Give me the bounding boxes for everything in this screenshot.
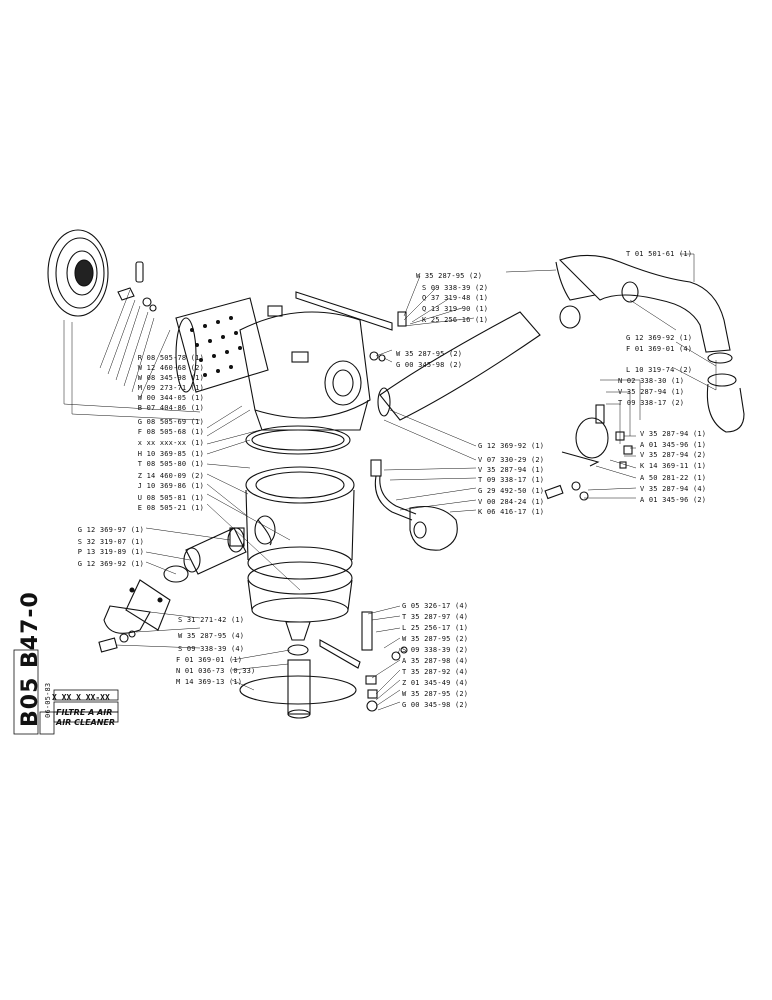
callout-left-8: x xx xxx-xx (1) [137,439,204,447]
callout-rightbottom-1: T 35 287-97 (4) [402,613,469,621]
callout-topmid-2: Q 37 319-48 (1) [422,294,489,302]
callout-righttop-4: N 02 338-30 (1) [618,377,685,385]
callout-left-7: F 08 505-68 (1) [137,428,204,436]
callout-left-6: G 08 505-69 (1) [137,418,204,426]
callout-left-9: H 10 369-85 (1) [137,450,204,458]
title-french: FILTRE A AIR [56,708,113,717]
callout-rightbottom-3: W 35 287-95 (2) [402,635,469,643]
callout-rightmid-1: V 07 330-29 (2) [478,456,545,464]
callout-rightbottom-8: W 35 287-95 (2) [402,690,469,698]
part-number: X XX X XX-XX [52,693,110,702]
callout-rightbottom-7: Z 01 345-49 (4) [402,679,469,687]
callout-left-5: B 07 404-86 (1) [137,404,204,412]
callout-leftlower-3: G 12 369-92 (1) [77,560,144,568]
callout-righttop-0: T 01 501-61 (1) [626,250,693,258]
filter-element-stack [245,425,355,623]
callout-rightmid-0: G 12 369-92 (1) [478,442,545,450]
service-indicator-line [370,459,458,551]
callout-righttop-2: F 01 369-01 (4) [626,345,693,353]
callout-left-11: Z 14 460-09 (2) [137,472,204,480]
hose-clamp-right [544,404,633,501]
callout-rightmid-4: G 29 492-50 (1) [478,487,545,495]
mounting-bracket [295,291,407,362]
callout-rightbottom-2: L 25 256-17 (1) [402,624,469,632]
callout-rightmid-3: T 09 338-17 (1) [478,476,545,484]
callout-left-13: U 08 505-81 (1) [137,494,204,502]
callout-righttop-7: V 35 287-94 (1) [640,430,707,438]
callout-rightmid-5: V 00 284-24 (1) [478,498,545,506]
callout-left-2: W 08 345-98 (1) [137,374,204,382]
callout-topmid-1: S 09 338-39 (2) [422,284,489,292]
callout-bottomleft-5: M 14 369-13 (1) [176,678,243,686]
callout-left-0: R 08 505-78 (1) [137,354,204,362]
dust-cap-disc [47,229,109,317]
callout-topmid-3: Q 13 319-90 (1) [422,305,489,313]
callout-rightbottom-9: G 00 345-98 (2) [402,701,469,709]
callout-left-4: W 00 344-05 (1) [137,394,204,402]
callout-bottomleft-4: N 01 036-73 (0,33) [176,667,256,675]
callout-left-3: M 09 273-71 (1) [137,384,204,392]
callout-left-10: T 08 505-80 (1) [137,460,204,468]
dust-valve [239,611,408,719]
callout-topmid-5: W 35 287-95 (2) [396,350,463,358]
drawing-code: B05 B47-0 [18,591,43,727]
callout-rightbottom-6: T 35 287-92 (4) [402,668,469,676]
perforated-precleaner [175,297,269,393]
callout-righttop-5: V 35 287-94 (1) [618,388,685,396]
callout-bottomleft-0: S 31 271-42 (1) [178,616,245,624]
callout-left-12: J 10 369-86 (1) [137,482,204,490]
callout-rightmid-6: K 06 416-17 (1) [478,508,545,516]
callout-leftlower-1: S 32 319-07 (1) [77,538,144,546]
callout-topmid-6: G 00 345-98 (2) [396,361,463,369]
outlet-hose-left [98,527,247,653]
title-block [13,649,119,735]
callout-righttop-1: G 12 369-92 (1) [626,334,693,342]
callout-topmid-0: W 35 287-95 (2) [416,272,483,280]
callout-left-14: E 08 505-21 (1) [137,504,204,512]
callout-rightmid-2: V 35 287-94 (1) [478,466,545,474]
callout-righttop-8: A 01 345-96 (1) [640,441,707,449]
callout-leftlower-0: G 12 369-97 (1) [77,526,144,534]
callout-righttop-11: A 50 281-22 (1) [640,474,707,482]
drawing-date: 06-05-83 [44,682,52,718]
callout-bottomleft-1: W 35 287-95 (4) [178,632,245,640]
callout-rightbottom-0: G 05 326-17 (4) [402,602,469,610]
callout-rightbottom-4: S 09 338-39 (2) [402,646,469,654]
callout-topmid-4: K 25 256-16 (1) [422,316,489,324]
callout-righttop-13: A 01 345-96 (2) [640,496,707,504]
callout-righttop-12: V 35 287-94 (4) [640,485,707,493]
callout-righttop-3: L 10 319-74 (2) [626,366,693,374]
callout-righttop-9: V 35 287-94 (2) [640,451,707,459]
callout-bottomleft-2: S 09 338-39 (4) [178,645,245,653]
callout-rightbottom-5: A 35 287-98 (4) [402,657,469,665]
callout-leftlower-2: P 13 319-89 (1) [77,548,144,556]
callout-left-1: W 12 460-68 (2) [137,364,204,372]
callout-righttop-6: T 09 338-17 (2) [618,399,685,407]
title-english: AIR CLEANER [56,718,116,727]
wing-bolt [117,261,157,312]
intake-hose [377,254,745,433]
callout-bottomleft-3: F 01 369-01 (1) [176,656,243,664]
callout-righttop-10: K 14 369-11 (1) [640,462,707,470]
cleaner-housing [239,305,371,431]
